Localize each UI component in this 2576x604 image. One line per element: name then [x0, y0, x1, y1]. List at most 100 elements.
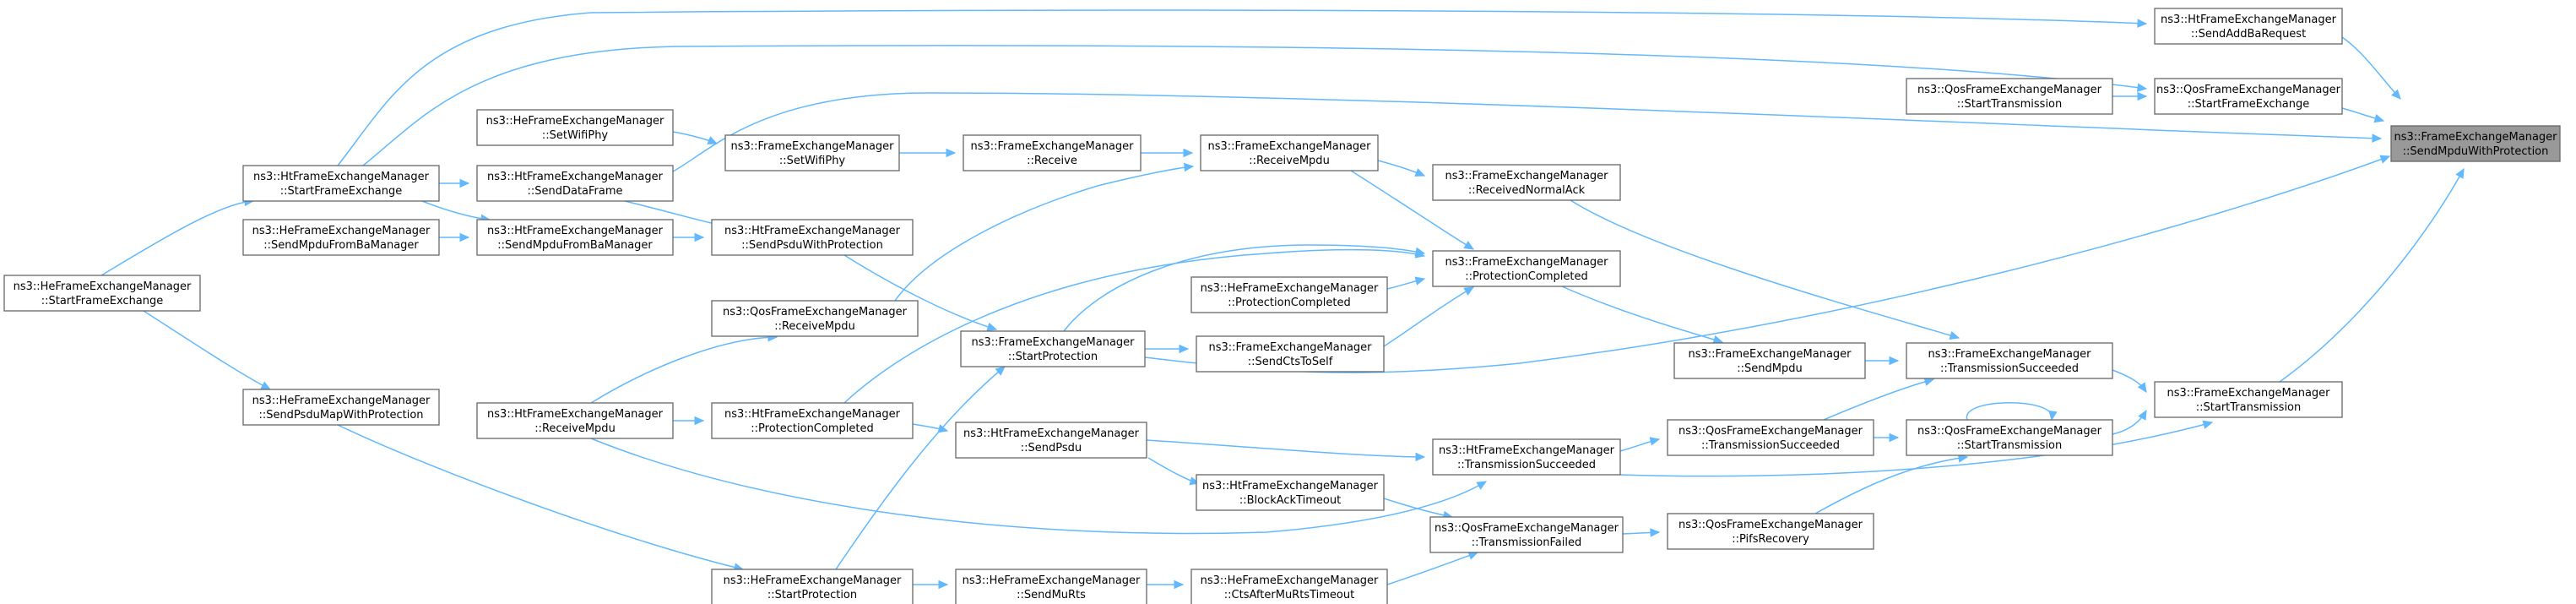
- function-node-ht_sendpsdu[interactable]: ns3::HtFrameExchangeManager::SendPsdu: [955, 422, 1147, 459]
- node-class-label: ns3::HtFrameExchangeManager: [1202, 480, 1379, 492]
- function-node-ht_sdf[interactable]: ns3::HtFrameExchangeManager::SendDataFra…: [476, 165, 674, 202]
- function-node-fem_swp[interactable]: ns3::FrameExchangeManager::SetWifiPhy: [724, 134, 900, 171]
- function-node-he_mrts[interactable]: ns3::HeFrameExchangeManager::SendMuRts: [955, 569, 1147, 604]
- node-class-label: ns3::QosFrameExchangeManager: [1917, 84, 2102, 96]
- edge-arrowhead: [946, 148, 957, 158]
- node-box: [1432, 438, 1621, 476]
- node-method-label: ::SendMpduFromBaManager: [263, 239, 419, 252]
- node-box: [2154, 78, 2343, 115]
- edge-line: [1386, 552, 1478, 585]
- function-node-fem_sp[interactable]: ns3::FrameExchangeManager::StartProtecti…: [960, 330, 1146, 367]
- function-node-he_ctsmu[interactable]: ns3::HeFrameExchangeManager::CtsAfterMuR…: [1190, 569, 1388, 604]
- node-class-label: ns3::QosFrameExchangeManager: [723, 306, 908, 318]
- node-method-label: ::TransmissionSucceeded: [1457, 459, 1596, 471]
- node-box: [711, 219, 914, 256]
- edge-ht_rxmpdu-to-ht_ts: [590, 438, 1488, 535]
- edge-arrowhead: [1179, 344, 1190, 354]
- edge-line: [2341, 36, 2401, 100]
- function-node-he_sp[interactable]: ns3::HeFrameExchangeManager::StartProtec…: [711, 569, 914, 604]
- edge-arrowhead: [694, 416, 705, 426]
- edge-line: [1383, 286, 1474, 347]
- function-node-fem_rna[interactable]: ns3::FrameExchangeManager::ReceivedNorma…: [1432, 164, 1621, 201]
- edge-qos_ts-to-qos_st2: [1874, 433, 1900, 443]
- edge-ht_sfe-to-sendaddba: [337, 9, 2148, 166]
- node-box: [1190, 569, 1388, 604]
- edge-qos_st2-to-fem_st: [2112, 409, 2147, 435]
- node-method-label: ::StartTransmission: [1957, 439, 2063, 452]
- function-node-fem_rxmpdu[interactable]: ns3::FrameExchangeManager::ReceiveMpdu: [1200, 134, 1379, 171]
- edge-arrowhead: [2373, 114, 2385, 123]
- node-class-label: ns3::HtFrameExchangeManager: [487, 225, 664, 237]
- node-box: [476, 219, 674, 256]
- node-method-label: ::Receive: [1027, 155, 1077, 167]
- node-class-label: ns3::HtFrameExchangeManager: [253, 171, 430, 183]
- edge-line: [421, 200, 491, 220]
- node-box: [1196, 335, 1385, 373]
- function-node-fem_pc[interactable]: ns3::FrameExchangeManager::ProtectionCom…: [1432, 250, 1621, 287]
- function-node-he_smfba[interactable]: ns3::HeFrameExchangeManager::SendMpduFro…: [242, 219, 440, 256]
- node-class-label: ns3::HeFrameExchangeManager: [14, 280, 192, 293]
- graph-nodes: ns3::FrameExchangeManager::SendMpduWithP…: [3, 8, 2561, 604]
- function-node-qos_ts[interactable]: ns3::QosFrameExchangeManager::Transmissi…: [1667, 419, 1874, 456]
- function-node-ht_sfe[interactable]: ns3::HtFrameExchangeManager::StartFrameE…: [242, 165, 440, 202]
- node-class-label: ns3::FrameExchangeManager: [971, 336, 1135, 349]
- function-node-fem_rx[interactable]: ns3::FrameExchangeManager::Receive: [963, 134, 1142, 171]
- function-node-ht_rxmpdu[interactable]: ns3::HtFrameExchangeManager::ReceiveMpdu: [476, 402, 674, 439]
- function-node-qos_tf[interactable]: ns3::QosFrameExchangeManager::Transmissi…: [1429, 516, 1624, 553]
- edge-he_sp-to-fem_sp: [835, 366, 1006, 570]
- node-method-label: ::SendDataFrame: [527, 185, 622, 198]
- node-box: [242, 389, 440, 426]
- node-class-label: ns3::HtFrameExchangeManager: [2161, 14, 2337, 26]
- edge-line: [143, 310, 271, 390]
- function-node-ht_smfba[interactable]: ns3::HtFrameExchangeManager::SendMpduFro…: [476, 219, 674, 256]
- node-box: [1906, 78, 2113, 115]
- function-node-fem_sendmpdu[interactable]: ns3::FrameExchangeManager::SendMpdu: [1673, 342, 1866, 379]
- root-function-node[interactable]: ns3::FrameExchangeManager::SendMpduWithP…: [2390, 125, 2561, 162]
- function-node-he_pc[interactable]: ns3::HeFrameExchangeManager::ProtectionC…: [1190, 276, 1388, 313]
- node-box: [476, 165, 674, 202]
- function-node-ht_pc[interactable]: ns3::HtFrameExchangeManager::ProtectionC…: [711, 402, 914, 439]
- node-class-label: ns3::QosFrameExchangeManager: [1678, 519, 1863, 531]
- node-box: [3, 275, 201, 312]
- function-node-he_spmwp[interactable]: ns3::HeFrameExchangeManager::SendPsduMap…: [242, 389, 440, 426]
- edge-qos_st-to-qos_sfe: [2112, 91, 2148, 101]
- node-box: [242, 165, 440, 202]
- node-method-label: ::ReceiveMpdu: [1249, 155, 1330, 167]
- node-method-label: ::CtsAfterMuRtsTimeout: [1224, 589, 1354, 601]
- node-class-label: ns3::HtFrameExchangeManager: [487, 171, 664, 183]
- node-method-label: ::StartFrameExchange: [280, 185, 403, 198]
- edge-arrowhead: [1414, 276, 1426, 286]
- function-node-qos_sfe[interactable]: ns3::QosFrameExchangeManager::StartFrame…: [2154, 78, 2343, 115]
- function-node-ht_spwp[interactable]: ns3::HtFrameExchangeManager::SendPsduWit…: [711, 219, 914, 256]
- function-node-sendaddba[interactable]: ns3::HtFrameExchangeManager::SendAddBaRe…: [2154, 8, 2343, 45]
- node-box: [1906, 419, 2113, 456]
- function-node-qos_rxmpdu[interactable]: ns3::QosFrameExchangeManager::ReceiveMpd…: [711, 300, 919, 337]
- function-node-fem_ctsself[interactable]: ns3::FrameExchangeManager::SendCtsToSelf: [1196, 335, 1385, 373]
- function-node-he_sfe[interactable]: ns3::HeFrameExchangeManager::StartFrameE…: [3, 275, 201, 312]
- node-class-label: ns3::HeFrameExchangeManager: [486, 115, 664, 128]
- node-box: [711, 402, 914, 439]
- edge-fem_rxmpdu-to-fem_rna: [1377, 160, 1426, 177]
- function-node-fem_st[interactable]: ns3::FrameExchangeManager::StartTransmis…: [2154, 381, 2343, 418]
- edge-line: [1350, 170, 1474, 250]
- edge-fem_rx-to-fem_rxmpdu: [1141, 148, 1194, 158]
- node-method-label: ::TransmissionSucceeded: [1940, 362, 2079, 375]
- edge-arrowhead: [2137, 19, 2148, 28]
- function-node-qos_st[interactable]: ns3::QosFrameExchangeManager::StartTrans…: [1906, 78, 2113, 115]
- edge-line: [100, 200, 254, 276]
- function-node-ht_bat[interactable]: ns3::HtFrameExchangeManager::BlockAckTim…: [1196, 474, 1385, 511]
- function-node-qos_st2[interactable]: ns3::QosFrameExchangeManager::StartTrans…: [1906, 419, 2113, 456]
- function-node-qos_pifs[interactable]: ns3::QosFrameExchangeManager::PifsRecove…: [1667, 513, 1874, 550]
- node-box: [1432, 164, 1621, 201]
- node-box: [1190, 276, 1388, 313]
- node-method-label: ::SendMpduFromBaManager: [497, 239, 653, 252]
- edge-arrowhead: [2137, 382, 2147, 394]
- edge-arrowhead: [1463, 286, 1475, 296]
- function-node-ht_ts[interactable]: ns3::HtFrameExchangeManager::Transmissio…: [1432, 438, 1621, 476]
- edge-arrowhead: [694, 232, 705, 242]
- node-box: [955, 422, 1147, 459]
- node-class-label: ns3::FrameExchangeManager: [730, 140, 894, 153]
- edge-ht_rxmpdu-to-qos_rxmpdu: [590, 332, 778, 404]
- function-node-he_swp[interactable]: ns3::HeFrameExchangeManager::SetWifiPhy: [476, 109, 674, 146]
- function-node-fem_ts[interactable]: ns3::FrameExchangeManager::TransmissionS…: [1906, 342, 2113, 379]
